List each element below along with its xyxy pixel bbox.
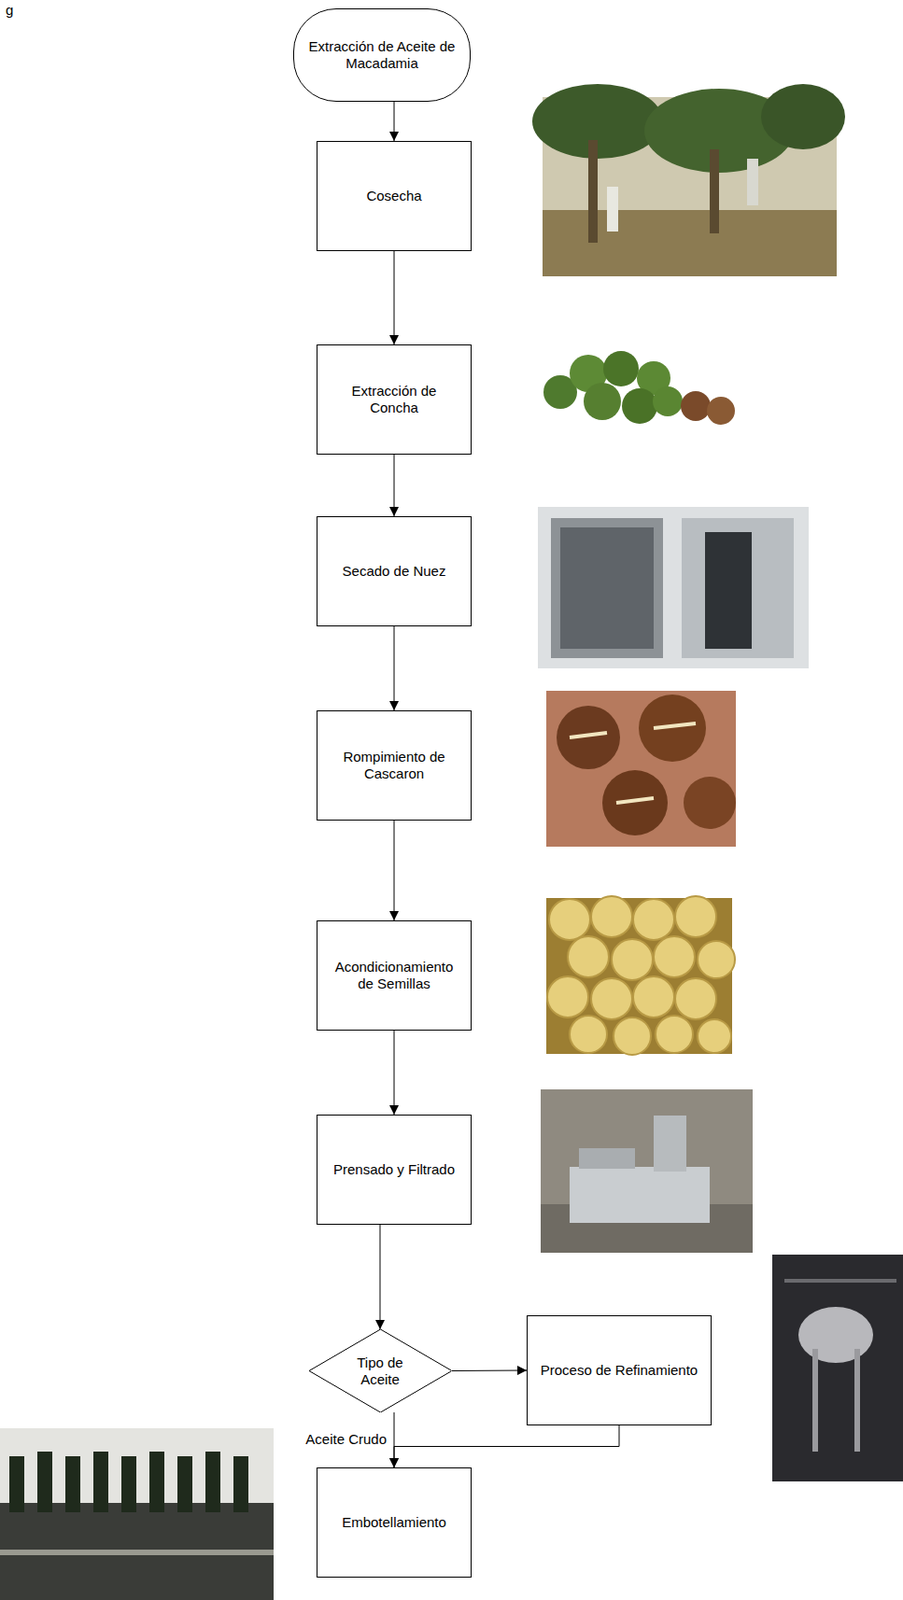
node-text: Embotellamiento — [338, 1514, 451, 1532]
bottling-photo — [0, 1428, 274, 1600]
process-box: Cosecha — [316, 141, 472, 252]
start-terminator: Extracción de Aceite de Macadamia — [293, 8, 471, 102]
process-box: Extracción de Concha — [316, 344, 472, 455]
process-box: Proceso de Refinamiento — [526, 1315, 712, 1426]
node-text: Extracción de Aceite de Macadamia — [300, 38, 464, 72]
node-text: Extracción de Concha — [324, 382, 465, 417]
process-box: Acondicionamiento de Semillas — [316, 920, 472, 1031]
refinery-photo — [772, 1255, 903, 1482]
press-photo — [540, 1089, 753, 1254]
connector-arrow — [451, 1370, 527, 1373]
process-box: Rompimiento de Cascaron — [316, 710, 472, 821]
stray-text: g — [3, 1, 15, 19]
connector-arrow — [394, 1425, 620, 1468]
harvest-photo — [532, 84, 846, 277]
dryer-photo — [537, 507, 809, 669]
process-box: Secado de Nuez — [316, 516, 472, 627]
node-text: Rompimiento de Cascaron — [324, 748, 465, 783]
connector-arrow — [394, 454, 396, 517]
node-text: Tipo de Aceite — [337, 1354, 424, 1389]
green-nuts-photo — [543, 351, 735, 425]
node-text: Prensado y Filtrado — [329, 1161, 459, 1179]
node-text: Acondicionamiento de Semillas — [324, 959, 465, 993]
process-box: Prensado y Filtrado — [316, 1114, 472, 1226]
decision-diamond: Tipo de Aceite — [309, 1329, 452, 1413]
node-text: Proceso de Refinamiento — [536, 1362, 702, 1380]
connector-arrow — [379, 1225, 381, 1330]
connector-arrow — [394, 251, 396, 345]
cracked-nuts-photo — [546, 691, 736, 847]
process-box: Embotellamiento — [316, 1467, 472, 1579]
connector-arrow — [394, 1030, 396, 1115]
connector-arrow — [394, 820, 396, 921]
kernels-photo — [546, 896, 735, 1056]
connector-arrow — [394, 626, 396, 711]
node-text: Secado de Nuez — [338, 563, 451, 580]
node-text: Cosecha — [362, 187, 425, 205]
connector-arrow — [394, 101, 396, 142]
edge-label: Aceite Crudo — [303, 1431, 389, 1449]
